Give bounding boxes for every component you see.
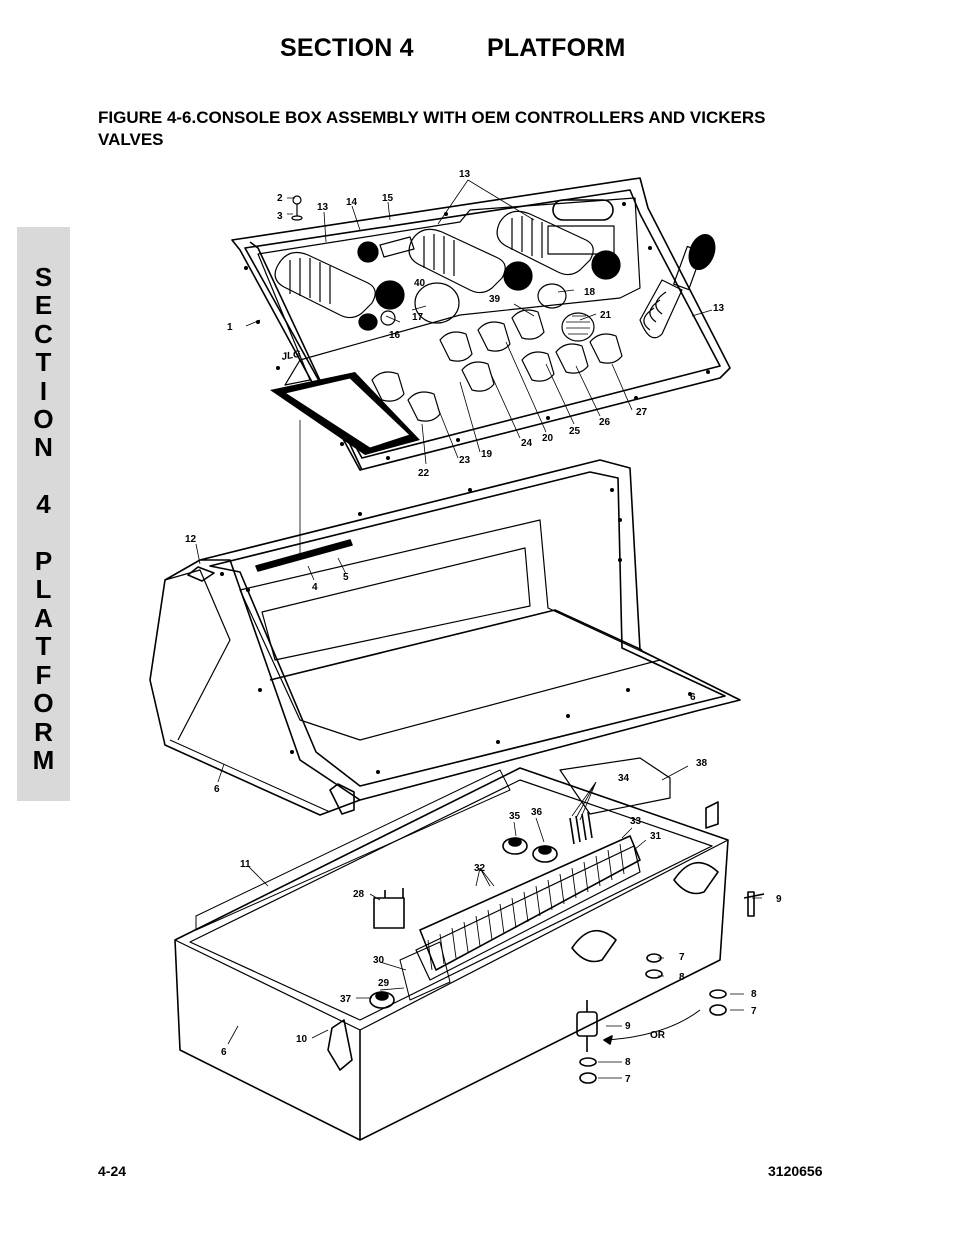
callout-18: 18 xyxy=(584,287,596,298)
callout-29: 29 xyxy=(378,978,390,989)
callout-21: 21 xyxy=(600,310,612,321)
callout-6b: 6 xyxy=(221,1047,227,1058)
callout-36: 36 xyxy=(531,807,543,818)
side-tab-letter: I xyxy=(39,375,48,406)
callout-40: 40 xyxy=(414,278,426,289)
side-tab-letter: N xyxy=(34,432,53,463)
callout-1: 1 xyxy=(227,322,233,333)
callout-6a: 6 xyxy=(214,784,220,795)
control-panel-drawing xyxy=(231,177,731,560)
callout-19: 19 xyxy=(481,449,493,460)
callout-37: 37 xyxy=(340,994,352,1005)
side-tab-letter: O xyxy=(33,688,54,719)
callout-24: 24 xyxy=(521,438,533,449)
side-tab-letter: A xyxy=(34,602,53,633)
section-number: SECTION 4 xyxy=(280,34,414,62)
console-housing-drawing xyxy=(149,459,741,816)
side-tab-letter: 4 xyxy=(36,489,51,520)
callout-4: 4 xyxy=(312,582,318,593)
side-tab-letter: L xyxy=(35,574,52,605)
side-tab-letter: M xyxy=(32,744,55,775)
callout-26: 26 xyxy=(599,417,611,428)
callout-30: 30 xyxy=(373,955,385,966)
callout-11: 11 xyxy=(240,859,251,870)
callout-7b: 7 xyxy=(751,1006,757,1017)
callout-3: 3 xyxy=(277,211,283,222)
callout-32: 32 xyxy=(474,863,486,874)
callout-12: 12 xyxy=(185,534,197,545)
callout-6c: 6 xyxy=(690,692,696,703)
callout-13a: 13 xyxy=(317,202,329,213)
side-tab-letter: F xyxy=(35,659,52,690)
callout-35: 35 xyxy=(509,811,521,822)
callout-8c: 8 xyxy=(625,1057,631,1068)
callout-17: 17 xyxy=(412,312,424,323)
callout-22: 22 xyxy=(418,468,430,479)
callout-7c: 7 xyxy=(625,1074,631,1085)
bottom-box-drawing xyxy=(174,757,765,1141)
callout-10: 10 xyxy=(296,1034,308,1045)
side-tab-letter: T xyxy=(35,347,52,378)
callout-labels: 1 2 3 4 5 6 6 6 7 7 7 8 8 8 9 9 10 11 12… xyxy=(185,169,782,1085)
document-number: 3120656 xyxy=(768,1163,823,1179)
callout-20: 20 xyxy=(542,433,554,444)
callout-28: 28 xyxy=(353,889,365,900)
side-tab-letter: E xyxy=(34,290,53,321)
section-title: PLATFORM xyxy=(486,34,626,62)
callout-2: 2 xyxy=(277,193,283,204)
callout-15: 15 xyxy=(382,193,394,204)
callout-16: 16 xyxy=(389,330,401,341)
callout-34: 34 xyxy=(618,773,630,784)
or-label: OR xyxy=(650,1030,666,1041)
callout-14: 14 xyxy=(346,197,358,208)
callout-23: 23 xyxy=(459,455,471,466)
page-number: 4-24 xyxy=(98,1163,127,1179)
callout-5: 5 xyxy=(343,572,349,583)
callout-7a: 7 xyxy=(679,952,685,963)
figure-title: FIGURE 4-6.CONSOLE BOX ASSEMBLY WITH OEM… xyxy=(98,108,766,149)
callout-9a: 9 xyxy=(776,894,782,905)
callout-13b: 13 xyxy=(459,169,471,180)
jlg-logo: JLG xyxy=(281,349,302,363)
callout-27: 27 xyxy=(636,407,648,418)
side-tab-letter: T xyxy=(35,631,52,662)
callout-9b: 9 xyxy=(625,1021,631,1032)
side-tab-letter: C xyxy=(34,318,53,349)
callout-31: 31 xyxy=(650,831,662,842)
side-tab-letter: O xyxy=(33,404,54,435)
callout-13c: 13 xyxy=(713,303,725,314)
callout-8b: 8 xyxy=(751,989,757,1000)
side-tab-letter: P xyxy=(34,546,53,577)
callout-8a: 8 xyxy=(679,972,685,983)
callout-25: 25 xyxy=(569,426,581,437)
page-header: SECTION 4 PLATFORM xyxy=(280,34,626,63)
side-tab-letter: R xyxy=(34,716,53,747)
callout-39: 39 xyxy=(489,294,501,305)
callout-33: 33 xyxy=(630,816,642,827)
side-tab-letter: S xyxy=(34,262,53,292)
callout-38: 38 xyxy=(696,758,708,769)
